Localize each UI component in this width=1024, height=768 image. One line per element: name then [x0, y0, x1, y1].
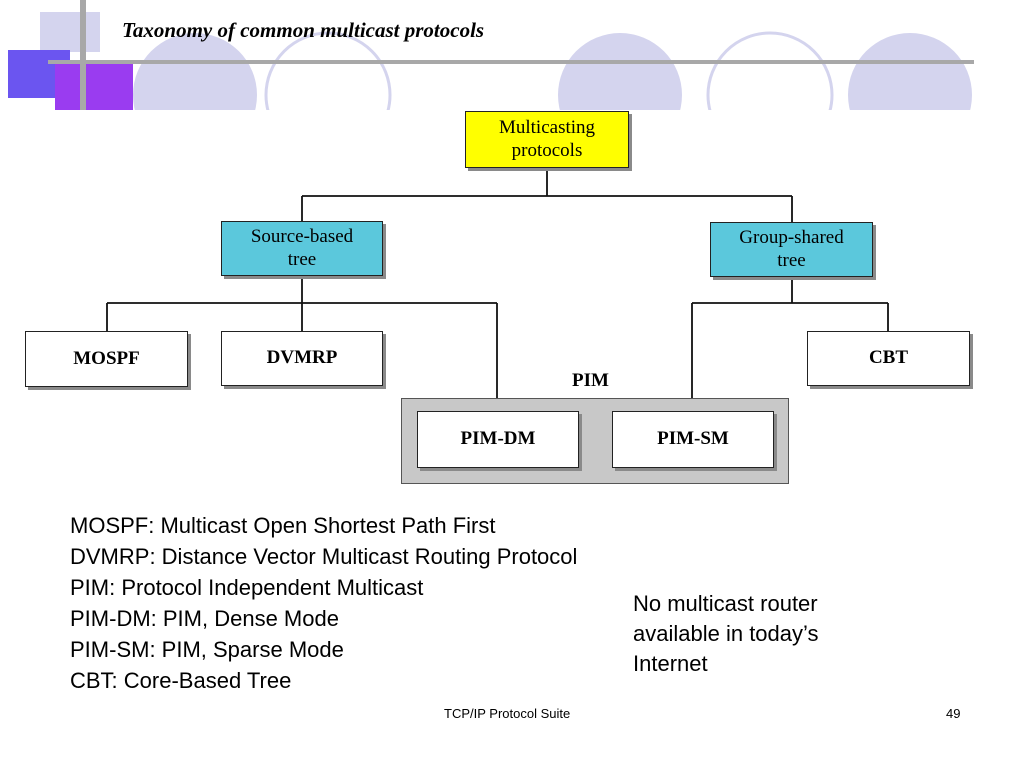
- abbreviation-item: CBT: Core-Based Tree: [70, 668, 292, 693]
- pim-dm-label: PIM-DM: [460, 428, 536, 450]
- source-based-line2: tree: [287, 248, 317, 270]
- multicast-note: No multicast router available in today’s…: [633, 589, 819, 679]
- cbt-label: CBT: [868, 347, 909, 369]
- mospf-label: MOSPF: [73, 347, 140, 369]
- cbt-node: CBT: [807, 331, 970, 386]
- pim-sm-node: PIM-SM: [612, 411, 774, 468]
- abbreviation-item: PIM-SM: PIM, Sparse Mode: [70, 637, 344, 662]
- abbreviation-item: MOSPF: Multicast Open Shortest Path Firs…: [70, 513, 496, 538]
- pim-group-label: PIM: [572, 370, 609, 391]
- abbreviation-item: PIM-DM: PIM, Dense Mode: [70, 606, 339, 631]
- slide-title: Taxonomy of common multicast protocols: [122, 18, 485, 42]
- source-based-line1: Source-based: [250, 225, 354, 247]
- root-line2: protocols: [511, 139, 583, 161]
- note-line: No multicast router: [633, 591, 818, 616]
- dvmrp-label: DVMRP: [266, 347, 338, 369]
- group-shared-line1: Group-shared: [739, 226, 844, 248]
- abbreviation-item: PIM: Protocol Independent Multicast: [70, 575, 424, 600]
- group-shared-line2: tree: [777, 249, 806, 271]
- pim-dm-node: PIM-DM: [417, 411, 579, 468]
- dvmrp-node: DVMRP: [221, 331, 383, 386]
- page-number: 49: [946, 706, 961, 721]
- mospf-node: MOSPF: [25, 331, 188, 387]
- note-line: Internet: [633, 651, 708, 676]
- footer-source: TCP/IP Protocol Suite: [444, 706, 571, 721]
- abbreviation-list: MOSPF: Multicast Open Shortest Path Firs…: [70, 510, 577, 696]
- abbreviation-item: DVMRP: Distance Vector Multicast Routing…: [70, 544, 578, 569]
- pim-sm-label: PIM-SM: [657, 428, 729, 450]
- note-line: available in today’s: [633, 621, 819, 646]
- root-line1: Multicasting: [498, 116, 596, 138]
